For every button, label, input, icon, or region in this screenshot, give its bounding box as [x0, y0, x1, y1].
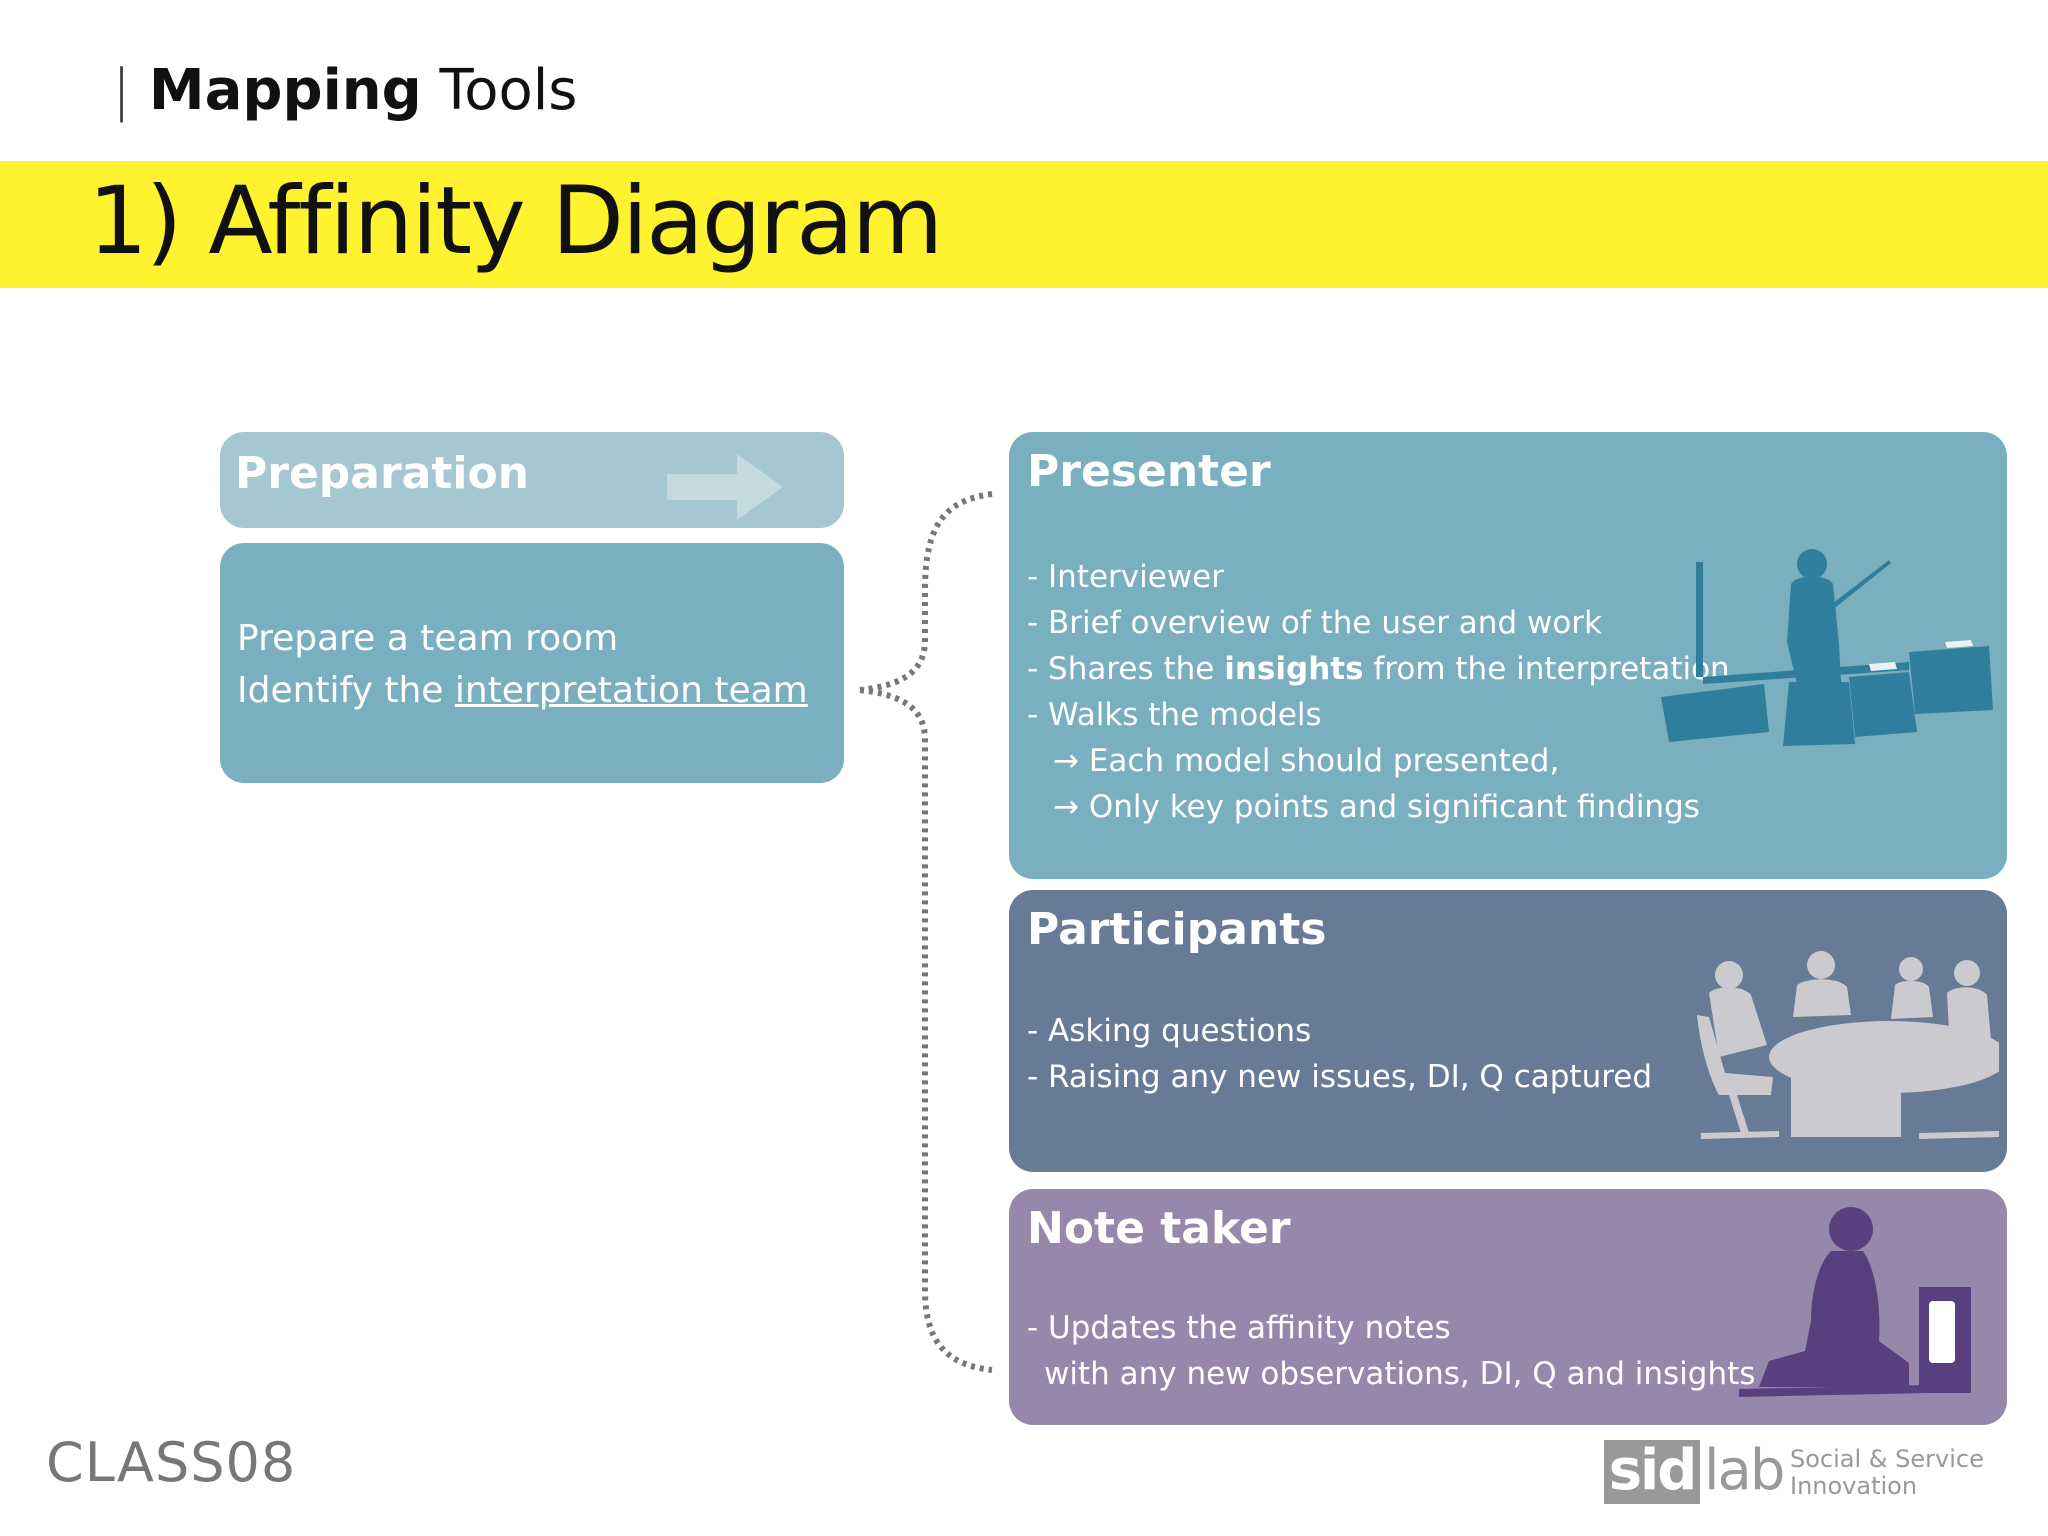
notetaker-box: Note taker - Updates the affinity notes …	[1009, 1189, 2007, 1425]
notetaker-illustration	[1739, 1207, 1971, 1397]
logo-tagline-1: Social & Service	[1790, 1445, 1984, 1473]
preparation-header-box: Preparation	[220, 432, 844, 528]
arrow-right-icon	[667, 454, 783, 520]
logo-tagline-2: Innovation	[1790, 1472, 1918, 1500]
logo-tagline: Social & Service Innovation	[1790, 1446, 1990, 1500]
presenter-box: Presenter - Interviewer - Brief overview…	[1009, 432, 2007, 879]
notetaker-line-1: - Updates the affinity notes	[1027, 1310, 1451, 1346]
logo-lab: lab	[1704, 1438, 1785, 1503]
presenter-item-4: - Walks the models	[1027, 697, 1322, 733]
preparation-line-2: Identify the interpretation team	[237, 665, 808, 717]
header-bold: Mapping	[148, 58, 422, 123]
interpretation-team-link[interactable]: interpretation team	[454, 670, 808, 711]
section-header: | Mapping Tools	[112, 58, 577, 123]
slide-title: 1) Affinity Diagram	[88, 167, 943, 276]
preparation-line-2-prefix: Identify the	[237, 670, 455, 711]
presenter-sub-2: → Only key points and significant findin…	[1053, 789, 1700, 825]
notetaker-line-2: with any new observations, DI, Q and ins…	[1044, 1356, 1756, 1392]
preparation-body-box: Prepare a team room Identify the interpr…	[220, 543, 844, 783]
presenter-item-1: - Interviewer	[1027, 559, 1225, 595]
participants-box: Participants - Asking questions - Raisin…	[1009, 890, 2007, 1172]
presenter-item-3-suffix: from the interpretation	[1363, 651, 1730, 687]
presenter-illustration	[1661, 549, 1993, 746]
preparation-lines: Prepare a team room Identify the interpr…	[237, 613, 808, 717]
participants-item-2: - Raising any new issues, DI, Q captured	[1027, 1059, 1653, 1095]
header-separator: |	[112, 58, 131, 123]
presenter-item-2: - Brief overview of the user and work	[1027, 605, 1602, 641]
presenter-lines: - Interviewer - Brief overview of the us…	[1027, 554, 1730, 830]
dotted-brace-connector	[859, 491, 993, 1373]
class-label: CLASS08	[46, 1431, 297, 1494]
notetaker-lines: - Updates the affinity notes with any ne…	[1027, 1305, 1755, 1397]
meeting-illustration	[1697, 951, 1999, 1139]
presenter-sub-1: → Each model should presented,	[1053, 743, 1560, 779]
header-rest: Tools	[439, 58, 578, 123]
presenter-item-3-prefix: - Shares the	[1027, 651, 1225, 687]
presenter-item-3-bold: insights	[1224, 651, 1364, 687]
preparation-line-1: Prepare a team room	[237, 618, 619, 659]
participants-lines: - Asking questions - Raising any new iss…	[1027, 1008, 1652, 1100]
presenter-heading: Presenter	[1027, 446, 1271, 497]
preparation-heading: Preparation	[235, 448, 530, 499]
participants-heading: Participants	[1027, 904, 1327, 955]
participants-item-1: - Asking questions	[1027, 1013, 1312, 1049]
title-bar: 1) Affinity Diagram	[0, 161, 2048, 288]
logo-sid: sid	[1604, 1440, 1700, 1504]
notetaker-heading: Note taker	[1027, 1203, 1291, 1254]
presenter-item-3: - Shares the insights from the interpret…	[1027, 646, 1730, 692]
